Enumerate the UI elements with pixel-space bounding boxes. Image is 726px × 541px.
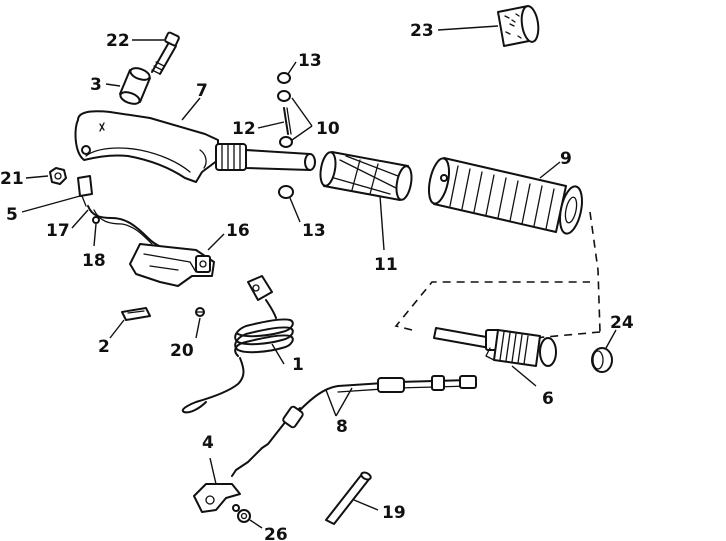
- part-12-pin: [283, 107, 292, 135]
- callout-21: 21: [0, 169, 24, 189]
- callout-4: 4: [202, 433, 214, 453]
- part-13-nut-upper: [277, 72, 291, 84]
- callout-19: 19: [382, 503, 406, 523]
- assembly-dashed-line: [394, 211, 601, 345]
- part-23-ring: [497, 5, 540, 47]
- part-5-socket: [77, 175, 93, 207]
- part-20-screw: [195, 307, 205, 317]
- callout-7: 7: [196, 81, 208, 101]
- part-6-switch: [433, 327, 557, 367]
- callout-11: 11: [374, 255, 398, 275]
- callout-9: 9: [560, 149, 572, 169]
- part-19-rod: [325, 471, 372, 525]
- callout-labels: 22 3 7 13 12 10 13 23 9 11 21 5 17 18 16…: [0, 21, 634, 541]
- part-8-cable: [231, 375, 477, 477]
- part-7-tiller-arm: [74, 110, 316, 183]
- callout-16: 16: [226, 221, 250, 241]
- part-16-bracket: [129, 243, 215, 287]
- part-11-grip-core: [319, 151, 413, 201]
- callout-12: 12: [232, 119, 256, 139]
- callout-5: 5: [6, 205, 18, 225]
- part-10-pins: [277, 90, 293, 148]
- callout-17: 17: [46, 221, 70, 241]
- callout-10: 10: [316, 119, 340, 139]
- part-9-grip: [427, 157, 583, 235]
- part-1-lanyard: [181, 275, 294, 414]
- callout-2: 2: [98, 337, 110, 357]
- callout-23: 23: [410, 21, 434, 41]
- part-22-bolt: [151, 31, 180, 75]
- part-13-nut-lower: [278, 185, 294, 199]
- callout-20: 20: [170, 341, 194, 361]
- callout-13-lower: 13: [302, 221, 326, 241]
- leader-lines: [21, 25, 617, 529]
- part-26-nut: [232, 504, 251, 523]
- callout-8: 8: [336, 417, 348, 437]
- callout-22: 22: [106, 31, 130, 51]
- callout-3: 3: [90, 75, 102, 95]
- part-17-18-wire: [87, 205, 181, 253]
- part-2-clip: [121, 307, 151, 321]
- callout-26: 26: [264, 525, 288, 541]
- part-3-sleeve: [119, 67, 151, 105]
- part-24-cap: [591, 347, 613, 373]
- callout-6: 6: [542, 389, 554, 409]
- callout-18: 18: [82, 251, 106, 271]
- callout-1: 1: [292, 355, 304, 375]
- callout-24: 24: [610, 313, 634, 333]
- part-4-bracket: [193, 483, 241, 513]
- callout-13-upper: 13: [298, 51, 322, 71]
- part-21-nut: [49, 167, 67, 185]
